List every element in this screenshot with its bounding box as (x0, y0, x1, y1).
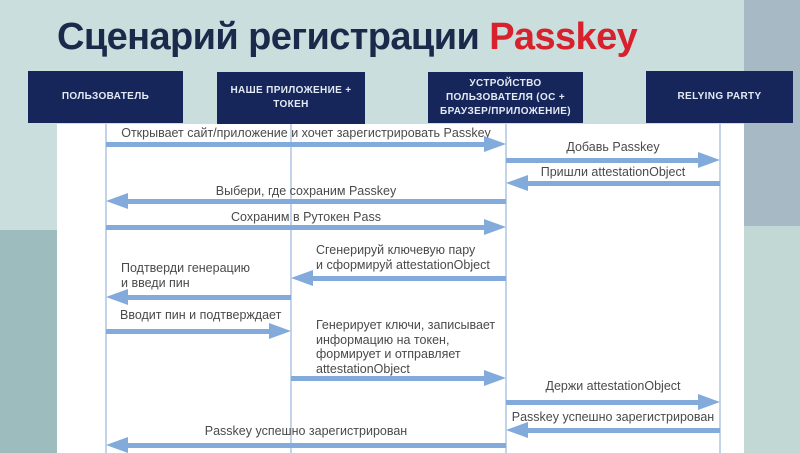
actor-box-user: ПОЛЬЗОВАТЕЛЬ (28, 71, 183, 123)
lifeline-relying-party (719, 124, 721, 453)
arrow-shaft (526, 180, 720, 186)
message-arrow-9 (291, 370, 506, 386)
message-label-5: Сохраним в Рутокен Pass (231, 210, 381, 224)
message-label-11: Passkey успешно зарегистрирован (511, 410, 715, 424)
lifeline-app-token (290, 124, 292, 453)
arrow-head-icon (484, 219, 506, 235)
message-label-10: Держи attestationObject (545, 379, 681, 393)
arrow-head-icon (291, 270, 313, 286)
arrow-shaft (311, 275, 506, 281)
message-arrow-10 (506, 394, 720, 410)
lifeline-user (105, 124, 107, 453)
lifeline-user-device (505, 124, 507, 453)
message-label-3: Пришли attestationObject (540, 165, 686, 179)
message-arrow-7 (106, 289, 291, 305)
arrow-shaft (126, 442, 506, 448)
message-arrow-6 (291, 270, 506, 286)
arrow-head-icon (269, 323, 291, 339)
arrow-shaft (106, 328, 271, 334)
message-arrow-1 (106, 136, 506, 152)
diagram-panel (57, 124, 744, 453)
arrow-head-icon (106, 193, 128, 209)
message-arrow-2 (506, 152, 720, 168)
message-label-2: Добавь Passkey (566, 140, 660, 154)
arrow-head-icon (506, 175, 528, 191)
arrow-shaft (291, 375, 486, 381)
arrow-head-icon (106, 289, 128, 305)
arrow-shaft (106, 141, 486, 147)
slide-title: Сценарий регистрации Passkey (57, 16, 638, 59)
message-label-4: Выбери, где сохраним Passkey (215, 184, 397, 198)
arrow-head-icon (484, 370, 506, 386)
message-label-12: Passkey успешно зарегистрирован (204, 424, 408, 438)
arrow-shaft (506, 399, 700, 405)
message-label-8: Вводит пин и подтверждает (120, 308, 282, 322)
actor-box-app-token: НАШЕ ПРИЛОЖЕНИЕ + ТОКЕН (217, 72, 365, 124)
arrow-head-icon (484, 136, 506, 152)
message-label-6: Сгенерируй ключевую пару и сформируй att… (316, 243, 490, 272)
arrow-shaft (526, 427, 720, 433)
slide-title-main: Сценарий регистрации (57, 16, 480, 58)
arrow-head-icon (698, 152, 720, 168)
actor-box-relying-party: RELYING PARTY (646, 71, 793, 123)
message-arrow-4 (106, 193, 506, 209)
message-arrow-12 (106, 437, 506, 453)
message-arrow-3 (506, 175, 720, 191)
background-left-bottom (0, 230, 57, 453)
message-arrow-11 (506, 422, 720, 438)
message-arrow-5 (106, 219, 506, 235)
arrow-shaft (506, 157, 700, 163)
message-label-7: Подтверди генерацию и введи пин (121, 261, 251, 290)
arrow-head-icon (106, 437, 128, 453)
arrow-head-icon (506, 422, 528, 438)
message-label-1: Открывает сайт/приложение и хочет зареги… (121, 126, 491, 140)
arrow-shaft (126, 294, 291, 300)
message-label-9: Генерирует ключи, записывает информацию … (316, 318, 496, 376)
arrow-head-icon (698, 394, 720, 410)
arrow-shaft (106, 224, 486, 230)
background-right-bottom (744, 226, 800, 453)
message-arrow-8 (106, 323, 291, 339)
slide-title-accent: Passkey (489, 16, 638, 58)
actor-box-user-device: УСТРОЙСТВО ПОЛЬЗОВАТЕЛЯ (ОС + БРАУЗЕР/ПР… (428, 72, 583, 123)
arrow-shaft (126, 198, 506, 204)
